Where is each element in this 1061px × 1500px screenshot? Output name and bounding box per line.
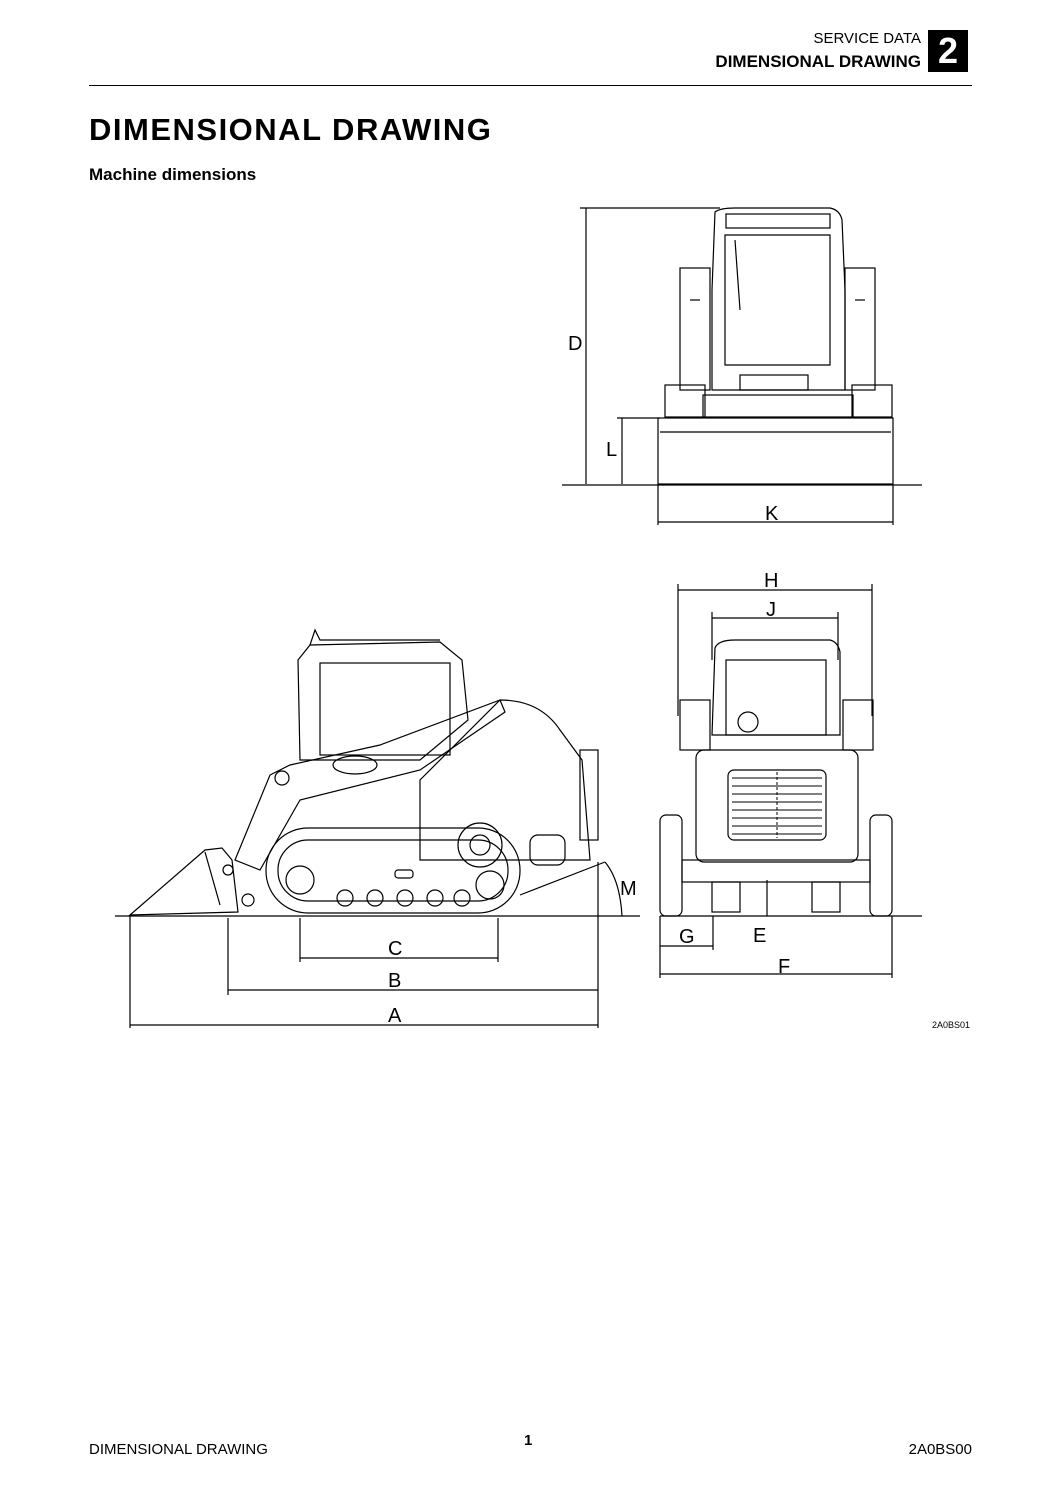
dim-label-k: K <box>765 503 779 525</box>
footer-page-number: 1 <box>524 1432 533 1449</box>
header-section: SERVICE DATA <box>813 30 921 47</box>
dim-label-c: C <box>388 938 402 960</box>
dim-label-e: E <box>753 925 766 947</box>
dim-label-a: A <box>388 1005 402 1027</box>
dim-label-j: J <box>766 599 776 621</box>
side-view <box>115 628 640 1028</box>
dim-label-h: H <box>764 570 778 592</box>
chapter-number-badge: 2 <box>928 30 968 72</box>
dim-label-g: G <box>679 926 695 948</box>
dim-label-l: L <box>606 439 617 461</box>
header-rule <box>89 85 972 86</box>
footer-section-name: DIMENSIONAL DRAWING <box>89 1441 268 1458</box>
dim-label-d: D <box>568 333 582 355</box>
page-title: DIMENSIONAL DRAWING <box>89 112 493 147</box>
figure-code: 2A0BS01 <box>932 1020 971 1030</box>
dim-label-b: B <box>388 970 401 992</box>
front-view <box>562 207 922 525</box>
machine-dimension-drawing: D L K H J M C B A G E F <box>115 207 922 1028</box>
section-subtitle: Machine dimensions <box>89 165 257 184</box>
dim-label-m: M <box>620 878 637 900</box>
rear-view <box>659 584 922 978</box>
footer-doc-code: 2A0BS00 <box>908 1441 972 1458</box>
header-title: DIMENSIONAL DRAWING <box>715 52 921 71</box>
dim-label-f: F <box>778 956 790 978</box>
